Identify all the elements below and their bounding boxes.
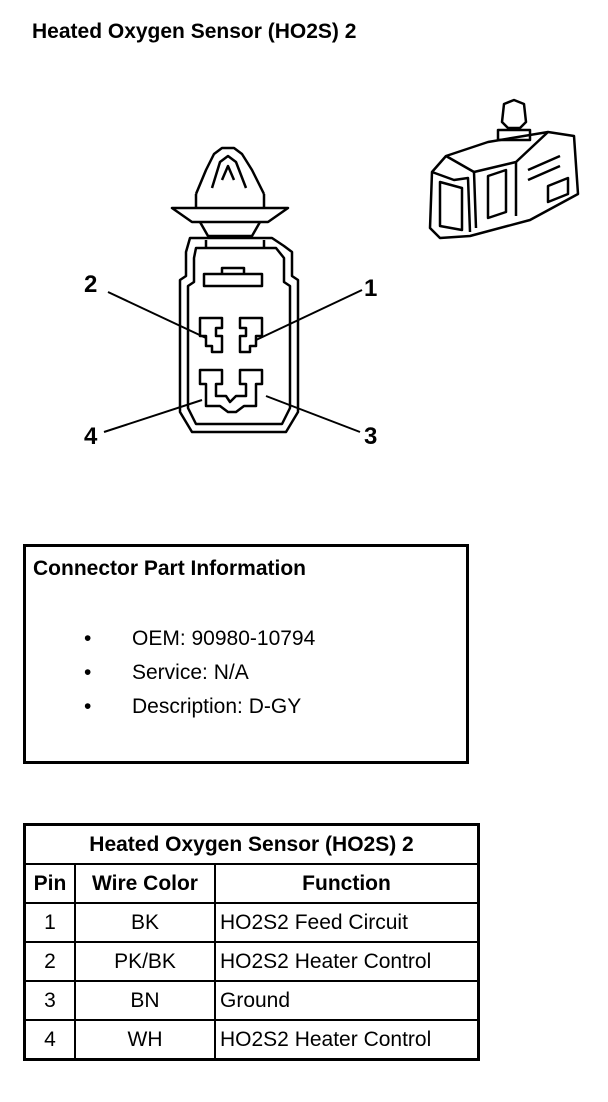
cell-pin: 2: [23, 941, 76, 982]
cell-wire-color: PK/BK: [74, 941, 216, 982]
terminal-cavities: [198, 316, 264, 414]
info-item-text: Service: N/A: [132, 661, 249, 684]
pin-label-3: 3: [364, 423, 377, 450]
pin-leader-lines: [103, 289, 363, 433]
table-row: 4 WH HO2S2 Heater Control: [23, 1019, 480, 1061]
connector-part-info-box: Connector Part Information • OEM: 90980-…: [23, 544, 469, 764]
table-header-row: Pin Wire Color Function: [23, 863, 480, 904]
connector-housing: [178, 236, 300, 434]
info-item-text: Description: D-GY: [132, 695, 302, 718]
bullet: •: [84, 661, 92, 684]
bullet: •: [84, 627, 92, 650]
cell-function: HO2S2 Heater Control: [214, 941, 480, 982]
pin-table: Heated Oxygen Sensor (HO2S) 2 Pin Wire C…: [23, 823, 480, 1061]
table-row: 2 PK/BK HO2S2 Heater Control: [23, 941, 480, 982]
header-wire-color: Wire Color: [74, 863, 216, 904]
cell-pin: 3: [23, 980, 76, 1021]
cell-wire-color: BK: [74, 902, 216, 943]
header-function: Function: [214, 863, 480, 904]
pin-label-4: 4: [84, 423, 98, 450]
page-title: Heated Oxygen Sensor (HO2S) 2: [32, 20, 357, 43]
cell-function: HO2S2 Feed Circuit: [214, 902, 480, 943]
info-item-text: OEM: 90980-10794: [132, 627, 316, 650]
pin-label-2: 2: [84, 271, 97, 298]
table-caption-row: Heated Oxygen Sensor (HO2S) 2: [23, 823, 480, 865]
pin-label-1: 1: [364, 275, 377, 302]
header-pin: Pin: [23, 863, 76, 904]
table-row: 3 BN Ground: [23, 980, 480, 1021]
cell-pin: 1: [23, 902, 76, 943]
cell-function: HO2S2 Heater Control: [214, 1019, 480, 1061]
connector-diagram: 2 1 4 3: [84, 98, 580, 450]
bullet: •: [84, 695, 92, 718]
cell-wire-color: BN: [74, 980, 216, 1021]
table-caption: Heated Oxygen Sensor (HO2S) 2: [23, 823, 480, 865]
info-heading: Connector Part Information: [33, 557, 307, 580]
cell-function: Ground: [214, 980, 480, 1021]
connector-3d-view: [428, 98, 580, 240]
locking-tab: [170, 146, 290, 238]
cell-pin: 4: [23, 1019, 76, 1061]
table-row: 1 BK HO2S2 Feed Circuit: [23, 902, 480, 943]
cell-wire-color: WH: [74, 1019, 216, 1061]
